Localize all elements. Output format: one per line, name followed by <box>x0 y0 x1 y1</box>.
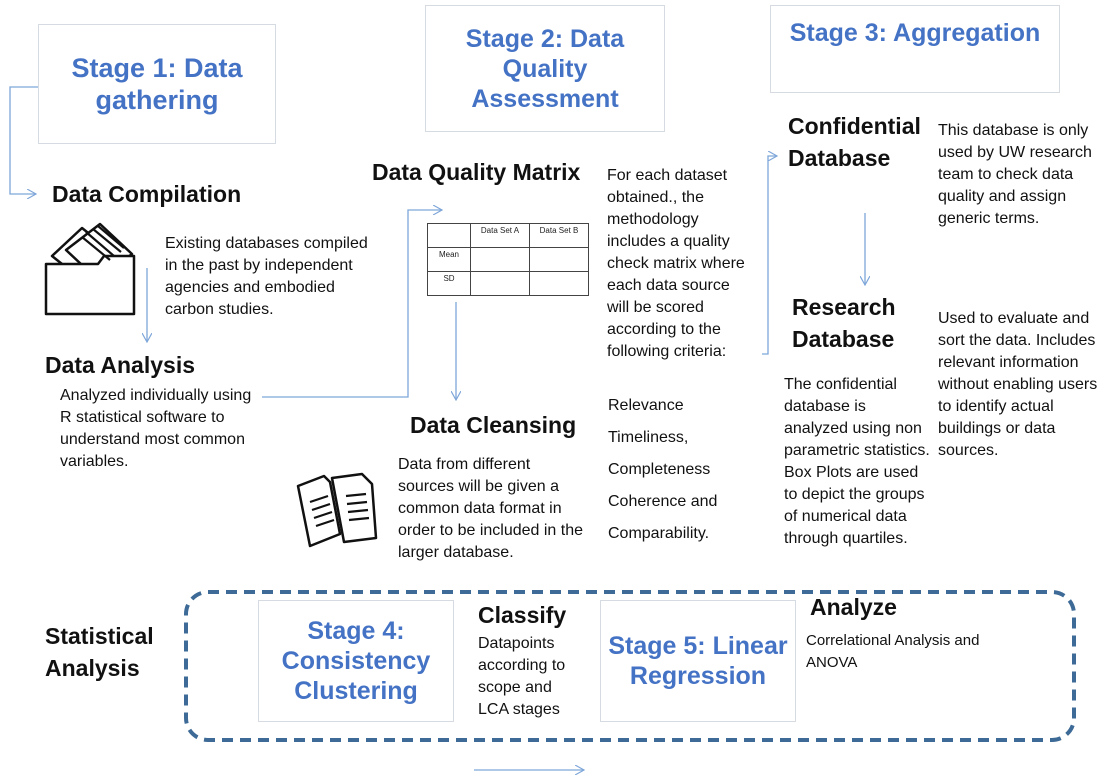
stage3-box: Stage 3: Aggregation <box>770 5 1060 93</box>
stage1-title: Stage 1: Data gathering <box>71 52 243 115</box>
criteria-item: Timeliness, <box>608 429 689 446</box>
stage2-title: Stage 2: Data Quality Assessment <box>465 24 625 113</box>
data-compilation-text: Existing databases compiled in the past … <box>165 235 368 318</box>
data-quality-matrix-heading: Data Quality Matrix <box>372 159 581 185</box>
matrix-cell <box>529 247 589 272</box>
analyze-text: Correlational Analysis and ANOVA <box>806 632 980 671</box>
research-db-analysis-text: The confidential database is analyzed us… <box>784 376 930 547</box>
confidential-db-text: This database is only used by UW researc… <box>938 122 1092 227</box>
criteria-item: Comparability. <box>608 525 710 542</box>
statistical-analysis-dashed-frame <box>184 590 1076 742</box>
stage4-title: Stage 4: Consistency Clustering <box>281 617 431 705</box>
research-db-heading: Research Database <box>792 294 896 352</box>
documents-icon <box>296 472 378 548</box>
matrix-header-a: Data Set A <box>470 223 530 248</box>
criteria-item: Completeness <box>608 461 711 478</box>
data-cleansing-text: Data from different sources will be give… <box>398 456 584 561</box>
confidential-db-heading: Confidential Database <box>788 113 921 171</box>
stage5-box: Stage 5: Linear Regression <box>600 600 796 722</box>
matrix-row-mean: Mean <box>427 247 471 272</box>
matrix-cell <box>470 271 530 296</box>
arrow-stage1-to-compilation <box>9 86 38 194</box>
data-analysis-heading: Data Analysis <box>45 352 195 378</box>
matrix-header-empty <box>427 223 471 248</box>
data-analysis-text: Analyzed individually using R statistica… <box>60 387 252 470</box>
stage4-box: Stage 4: Consistency Clustering <box>258 600 454 722</box>
matrix-header-b: Data Set B <box>529 223 589 248</box>
arrow-to-confidential <box>762 156 777 355</box>
stage5-title: Stage 5: Linear Regression <box>608 632 788 690</box>
stage3-title: Stage 3: Aggregation <box>789 19 1041 47</box>
classify-text: Datapoints according to scope and LCA st… <box>478 635 566 718</box>
matrix-cell <box>470 247 530 272</box>
classify-heading: Classify <box>478 602 567 628</box>
criteria-item: Relevance <box>608 397 684 414</box>
quality-criteria-list: Relevance Timeliness, Completeness Coher… <box>608 390 717 550</box>
matrix-row-sd: SD <box>427 271 471 296</box>
stage1-box: Stage 1: Data gathering <box>38 24 276 144</box>
folder-documents-icon <box>44 222 136 316</box>
data-compilation-heading: Data Compilation <box>52 181 242 207</box>
matrix-cell <box>529 271 589 296</box>
arrow-analysis-to-matrix <box>262 210 442 398</box>
stage2-box: Stage 2: Data Quality Assessment <box>425 5 665 132</box>
research-db-description: Used to evaluate and sort the data. Incl… <box>938 310 1098 459</box>
criteria-item: Coherence and <box>608 493 718 510</box>
data-quality-matrix-text: For each dataset obtained., the methodol… <box>607 167 745 360</box>
quality-matrix-table: Data Set A Data Set B Mean SD <box>427 223 589 296</box>
data-cleansing-heading: Data Cleansing <box>410 412 577 438</box>
statistical-analysis-label: Statistical Analysis <box>45 623 154 681</box>
analyze-heading: Analyze <box>810 594 897 620</box>
